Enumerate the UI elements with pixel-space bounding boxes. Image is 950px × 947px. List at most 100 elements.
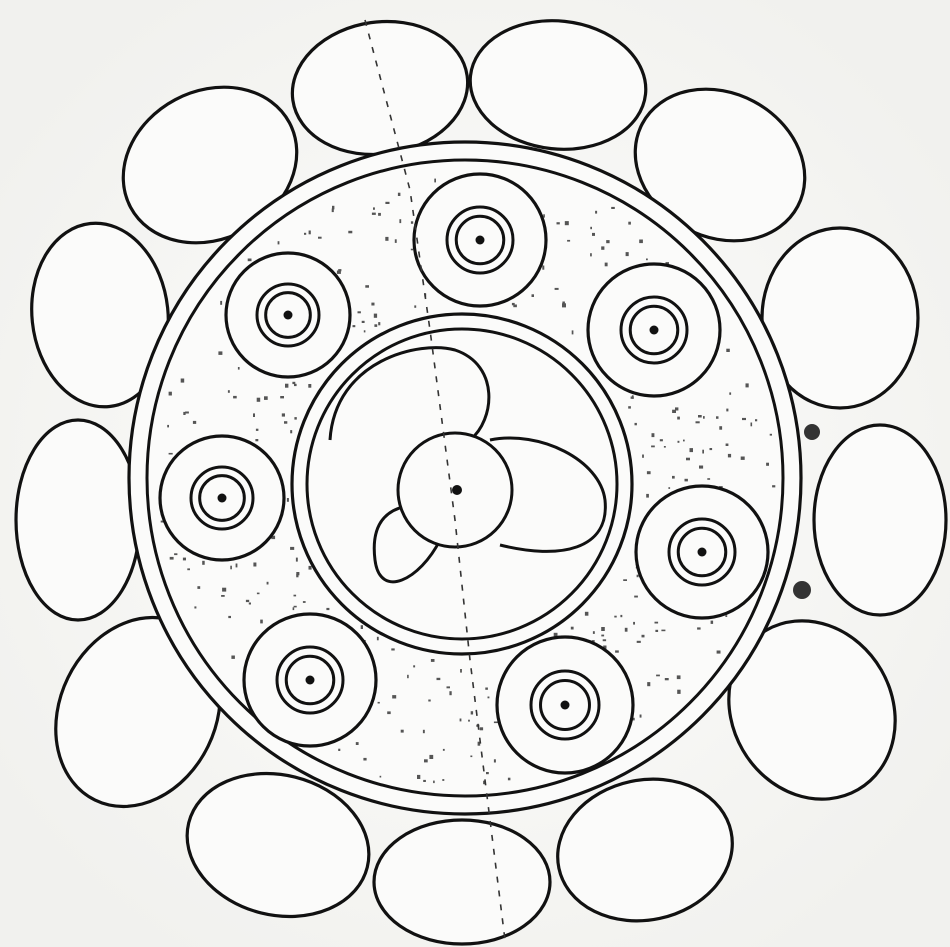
stipple-dot xyxy=(183,558,186,561)
stipple-dot xyxy=(593,631,595,634)
stipple-dot xyxy=(358,311,361,313)
stipple-dot xyxy=(249,603,251,605)
stipple-dot xyxy=(677,417,680,420)
stipple-dot xyxy=(678,441,680,443)
stipple-dot xyxy=(661,630,665,632)
stipple-dot xyxy=(257,398,261,402)
stipple-dot xyxy=(318,237,322,239)
stipple-dot xyxy=(236,564,238,568)
ring-center-dot xyxy=(306,676,315,685)
stipple-dot xyxy=(642,635,645,638)
stipple-dot xyxy=(557,222,560,224)
stipple-dot xyxy=(620,615,622,617)
stipple-dot xyxy=(230,566,232,570)
stipple-dot xyxy=(480,727,483,730)
stipple-dot xyxy=(571,627,574,630)
stipple-dot xyxy=(293,607,295,610)
stipple-dot xyxy=(181,379,185,383)
stipple-dot xyxy=(651,446,655,448)
stipple-dot xyxy=(380,776,382,778)
peripheral-ring xyxy=(414,174,546,306)
stipple-dot xyxy=(592,233,595,236)
stipple-dot xyxy=(364,330,366,332)
stipple-dot xyxy=(741,457,745,460)
stipple-dot xyxy=(685,479,688,482)
stipple-dot xyxy=(374,314,377,318)
stipple-dot xyxy=(391,648,394,650)
stipple-dot xyxy=(309,566,312,570)
stipple-dot xyxy=(294,417,296,420)
stipple-dot xyxy=(294,595,297,597)
stipple-dot xyxy=(255,439,258,441)
peripheral-ring xyxy=(636,486,768,618)
stipple-dot xyxy=(362,321,365,323)
stipple-dot xyxy=(365,285,369,288)
peripheral-ring xyxy=(244,614,376,746)
stipple-dot xyxy=(449,691,451,695)
stipple-dot xyxy=(488,697,490,699)
stipple-dot xyxy=(185,412,189,414)
stipple-dot xyxy=(287,498,289,502)
stipple-dot xyxy=(637,575,639,578)
stipple-dot xyxy=(635,423,637,425)
stipple-dot xyxy=(414,305,416,307)
stipple-dot xyxy=(470,756,472,758)
stipple-dot xyxy=(686,458,690,461)
stipple-dot xyxy=(361,625,363,629)
outer-cell xyxy=(814,425,946,615)
stipple-dot xyxy=(284,421,287,424)
stipple-dot xyxy=(634,596,638,598)
stipple-dot xyxy=(729,392,731,394)
stipple-dot xyxy=(218,351,222,355)
stipple-dot xyxy=(710,448,713,450)
stipple-dot xyxy=(668,487,670,489)
stipple-dot xyxy=(372,213,376,215)
stipple-dot xyxy=(183,412,185,415)
stipple-dot xyxy=(303,601,306,603)
stipple-dot xyxy=(770,434,772,436)
stipple-dot xyxy=(642,455,644,458)
stipple-dot xyxy=(646,259,648,261)
stipple-dot xyxy=(222,588,226,592)
stipple-dot xyxy=(378,322,380,325)
stipple-dot xyxy=(238,367,240,370)
stipple-dot xyxy=(304,233,306,235)
stipple-dot xyxy=(285,384,288,388)
stipple-dot xyxy=(411,221,413,224)
stipple-dot xyxy=(625,628,628,632)
stipple-dot xyxy=(290,430,292,433)
main-body xyxy=(129,142,801,814)
stipple-dot xyxy=(601,627,605,631)
ring-center-dot xyxy=(476,236,485,245)
stipple-dot xyxy=(746,383,749,387)
stipple-dot xyxy=(398,193,401,196)
stipple-dot xyxy=(413,665,415,667)
stipple-dot xyxy=(187,568,190,570)
stipple-dot xyxy=(385,237,388,241)
ring-center-dot xyxy=(698,548,707,557)
stipple-dot xyxy=(407,675,409,678)
stipple-dot xyxy=(703,416,705,419)
stipple-dot xyxy=(562,303,566,307)
stipple-dot xyxy=(601,635,604,637)
stipple-dot xyxy=(356,742,359,745)
ring-center-dot xyxy=(650,326,659,335)
stipple-dot xyxy=(296,558,298,562)
stipple-dot xyxy=(437,678,441,680)
stipple-dot xyxy=(246,600,249,602)
stipple-dot xyxy=(726,444,729,447)
stipple-dot xyxy=(353,325,356,327)
stipple-dot xyxy=(633,622,635,625)
stipple-dot xyxy=(399,219,401,223)
stipple-dot xyxy=(572,330,574,334)
stipple-dot xyxy=(626,252,629,256)
stipple-dot xyxy=(248,259,252,262)
stipple-dot xyxy=(373,207,375,209)
stipple-dot xyxy=(401,730,404,733)
stipple-dot xyxy=(647,682,650,686)
peripheral-ring xyxy=(497,637,633,773)
stipple-dot xyxy=(615,650,619,652)
stipple-dot xyxy=(603,639,606,641)
stipple-dot xyxy=(728,454,731,458)
stipple-dot xyxy=(378,702,380,704)
